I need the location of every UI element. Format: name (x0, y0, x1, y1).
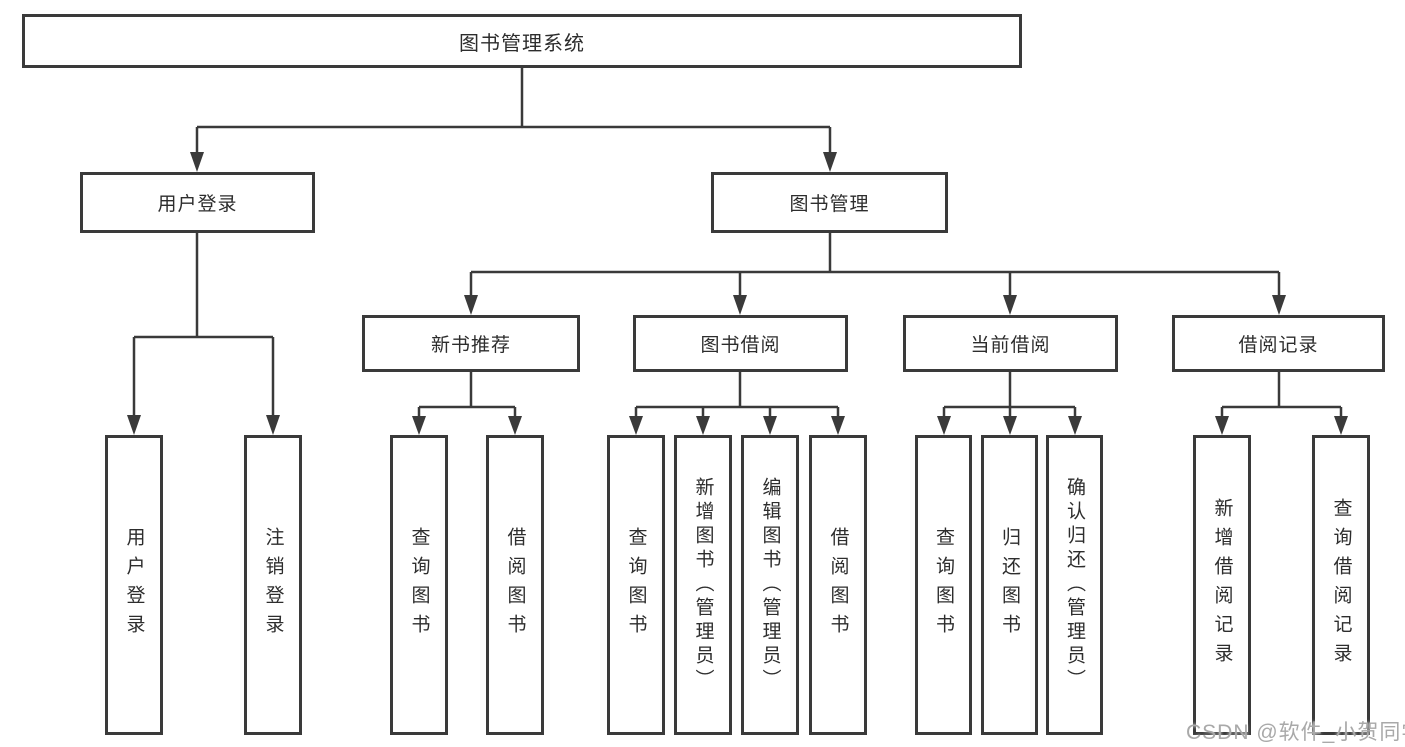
node-label: 新增借阅记录 (1211, 498, 1233, 672)
node-book-borrow: 图书借阅 (633, 315, 848, 372)
node-label: 图书管理 (789, 194, 870, 215)
node-label: 查询图书 (625, 527, 647, 643)
connector-new-book-rec-to-leaves (412, 372, 522, 435)
arrowhead-new-book-rec (464, 295, 478, 315)
node-label: 新书推荐 (430, 335, 511, 356)
node-label: 图书管理系统 (459, 32, 585, 55)
arrowhead-bb-add (696, 416, 710, 435)
node-label: 注销登录 (262, 527, 284, 643)
node-label: 编辑图书（管理员） (759, 477, 781, 693)
node-new-book-recommend: 新书推荐 (362, 315, 580, 372)
arrowhead-bb-edit (763, 416, 777, 435)
node-label: 借阅图书 (827, 527, 849, 643)
arrowhead-cb-return (1003, 416, 1017, 435)
connector-root-to-level2 (190, 68, 837, 172)
arrowhead-nbr-borrow (508, 416, 522, 435)
node-label: 查询借阅记录 (1330, 498, 1352, 672)
node-leaf-bb-add-books-admin: 新增图书（管理员） (674, 435, 732, 735)
node-leaf-nbr-borrow-books: 借阅图书 (486, 435, 544, 735)
node-leaf-bb-query-books: 查询图书 (607, 435, 665, 735)
node-leaf-cb-confirm-return-admin: 确认归还（管理员） (1046, 435, 1103, 735)
node-leaf-nbr-query-books: 查询图书 (390, 435, 448, 735)
node-borrow-records: 借阅记录 (1172, 315, 1385, 372)
arrowhead-br-add (1215, 416, 1229, 435)
arrowhead-leaf-logout (266, 415, 280, 435)
connector-book-management-to-level3 (464, 233, 1286, 315)
node-leaf-logout: 注销登录 (244, 435, 302, 735)
node-label: 图书借阅 (700, 335, 781, 356)
node-leaf-bb-edit-books-admin: 编辑图书（管理员） (741, 435, 799, 735)
arrowhead-cb-confirm (1068, 416, 1082, 435)
node-label: 借阅记录 (1238, 335, 1319, 356)
node-leaf-cb-return-books: 归还图书 (981, 435, 1038, 735)
node-leaf-cb-query-books: 查询图书 (915, 435, 972, 735)
node-root-book-management-system: 图书管理系统 (22, 14, 1022, 68)
arrowhead-br-query (1334, 416, 1348, 435)
node-label: 用户登录 (123, 527, 145, 643)
node-leaf-bb-borrow-books: 借阅图书 (809, 435, 867, 735)
connector-user-login-to-leaves (127, 233, 280, 435)
connector-current-borrow-to-leaves (937, 372, 1082, 435)
node-label: 确认归还（管理员） (1064, 477, 1085, 693)
csdn-watermark: CSDN @软件_小贺同学 (1186, 721, 1405, 744)
node-label: 查询图书 (408, 527, 430, 643)
connector-borrow-records-to-leaves (1215, 372, 1348, 435)
arrowhead-user-login (190, 152, 204, 172)
arrowhead-bb-borrow (831, 416, 845, 435)
connector-book-borrow-to-leaves (629, 372, 845, 435)
arrowhead-cb-query (937, 416, 951, 435)
node-label: 借阅图书 (504, 527, 526, 643)
node-label: 归还图书 (999, 527, 1020, 643)
node-label: 用户登录 (157, 194, 238, 215)
node-book-management-branch: 图书管理 (711, 172, 948, 233)
arrowhead-borrow-records (1272, 295, 1286, 315)
arrowhead-book-borrow (733, 295, 747, 315)
node-label: 当前借阅 (970, 335, 1051, 356)
node-label: 查询图书 (933, 527, 954, 643)
node-leaf-br-query-record: 查询借阅记录 (1312, 435, 1370, 735)
arrowhead-leaf-user-login (127, 415, 141, 435)
arrowhead-bb-query (629, 416, 643, 435)
arrowhead-book-management (823, 152, 837, 172)
node-label: 新增图书（管理员） (692, 477, 714, 693)
node-current-borrow: 当前借阅 (903, 315, 1118, 372)
arrowhead-current-borrow (1003, 295, 1017, 315)
node-leaf-user-login: 用户登录 (105, 435, 163, 735)
arrowhead-nbr-query (412, 416, 426, 435)
node-leaf-br-add-record: 新增借阅记录 (1193, 435, 1251, 735)
node-user-login-branch: 用户登录 (80, 172, 315, 233)
